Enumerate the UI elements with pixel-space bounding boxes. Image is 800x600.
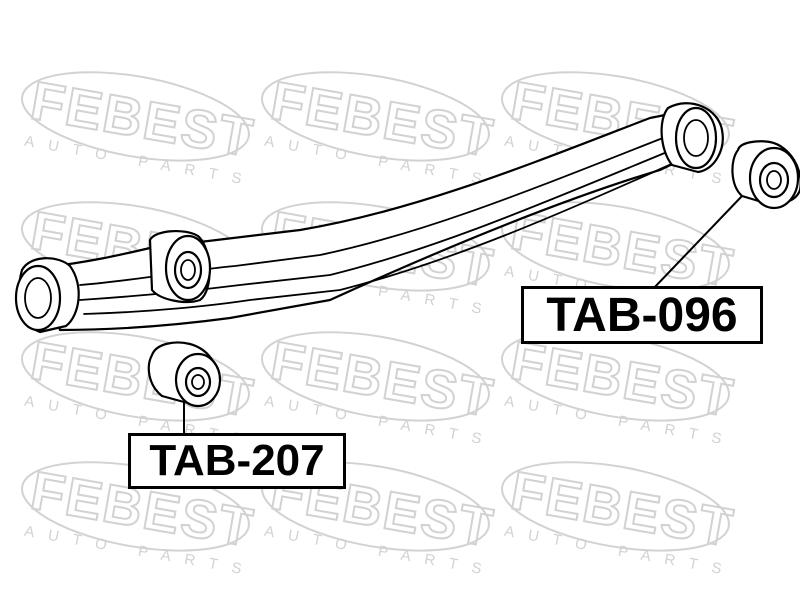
bushing-tab-096 bbox=[731, 140, 800, 210]
arm-rib-lower bbox=[83, 161, 677, 315]
watermark-oval bbox=[501, 461, 730, 552]
right-end-eye bbox=[660, 102, 724, 174]
watermark-oval bbox=[21, 331, 250, 422]
leader-line-tab-096 bbox=[651, 195, 743, 291]
part-number-label-tab-096: TAB-096 bbox=[521, 286, 763, 344]
arm-rib-upper bbox=[79, 135, 669, 286]
watermark-oval bbox=[261, 201, 490, 292]
middle-arm-bushing bbox=[148, 230, 212, 304]
bushing-tab-207 bbox=[147, 341, 222, 408]
part-number-label-tab-207: TAB-207 bbox=[128, 433, 346, 489]
watermark-oval bbox=[261, 71, 490, 162]
watermark-oval bbox=[261, 331, 490, 422]
arm-rib-middle bbox=[79, 149, 673, 301]
left-end-eye bbox=[14, 257, 80, 334]
watermark-oval bbox=[21, 71, 250, 162]
control-arm-drawing bbox=[14, 102, 724, 334]
